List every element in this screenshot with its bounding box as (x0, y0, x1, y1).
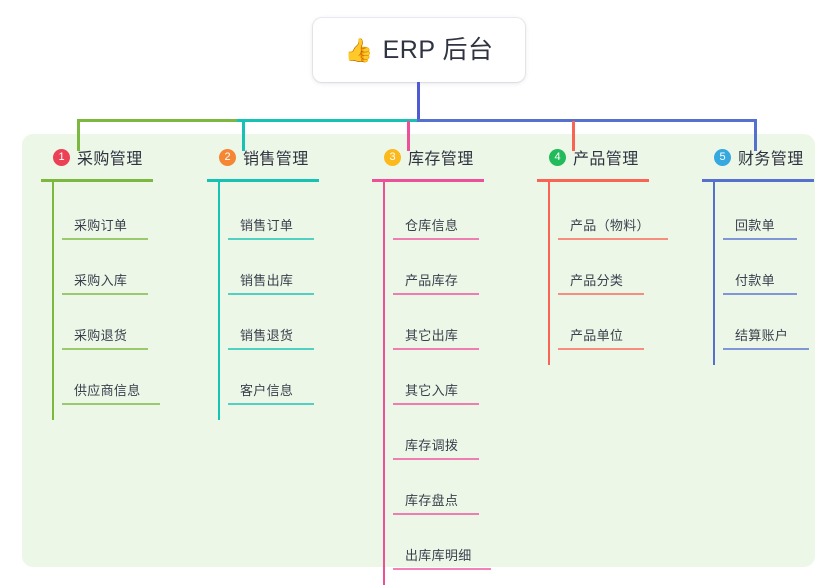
branch-title-5: 财务管理 (738, 151, 804, 168)
leaf-rule (228, 238, 314, 240)
branch-rule-3 (372, 179, 484, 182)
trunk-segment-3 (417, 119, 757, 122)
leaf-rule (62, 238, 148, 240)
branch-badge-3: 3 (384, 148, 401, 166)
branch-spine-4 (548, 182, 550, 365)
branch-column-2: 2 销售管理销售订单销售出库销售退货客户信息 (202, 144, 319, 420)
root-stem-connector (417, 82, 420, 121)
branch-header-4[interactable]: 4 产品管理 (532, 144, 639, 170)
diagram-panel (22, 134, 815, 567)
branch-header-3[interactable]: 3 库存管理 (367, 144, 474, 170)
leaf-rule (62, 293, 148, 295)
leaf-rule (723, 293, 797, 295)
leaf-label: 库存盘点 (405, 493, 459, 508)
leaf-label: 其它出库 (405, 328, 459, 343)
leaf-label: 采购退货 (74, 328, 128, 343)
branch-title-2: 销售管理 (243, 151, 309, 168)
trunk-segment-1 (77, 119, 237, 122)
leaf-rule (723, 238, 797, 240)
trunk-stub-4 (572, 121, 575, 151)
leaf-rule (558, 238, 668, 240)
branch-badge-5: 5 (714, 148, 731, 166)
leaf-label: 采购入库 (74, 273, 128, 288)
branch-column-1: 1 采购管理采购订单采购入库采购退货供应商信息 (36, 144, 160, 420)
branch-spine-3 (383, 182, 385, 585)
leaf-rule (62, 348, 148, 350)
leaf-rule (558, 348, 644, 350)
leaf-label: 销售订单 (240, 218, 294, 233)
thumbs-up-icon: 👍 (344, 36, 374, 63)
leaf-label: 产品分类 (570, 273, 624, 288)
leaf-rule (393, 238, 479, 240)
branch-header-1[interactable]: 1 采购管理 (36, 144, 143, 170)
leaf-rule (228, 293, 314, 295)
leaf-label: 仓库信息 (405, 218, 459, 233)
leaf-label: 回款单 (735, 218, 775, 233)
branch-header-2[interactable]: 2 销售管理 (202, 144, 309, 170)
leaf-label: 产品（物料） (570, 218, 650, 233)
leaf-label: 供应商信息 (74, 383, 141, 398)
branch-spine-5 (713, 182, 715, 365)
branch-rule-5 (702, 179, 814, 182)
branch-header-5[interactable]: 5 财务管理 (697, 144, 804, 170)
root-node-title: ERP 后台 (382, 35, 494, 64)
leaf-rule (393, 568, 491, 570)
leaf-label: 库存调拨 (405, 438, 459, 453)
branch-badge-2: 2 (219, 148, 236, 166)
leaf-label: 产品单位 (570, 328, 624, 343)
leaf-label: 销售出库 (240, 273, 294, 288)
branch-column-3: 3 库存管理仓库信息产品库存其它出库其它入库库存调拨库存盘点出库库明细 (367, 144, 491, 585)
leaf-rule (393, 458, 479, 460)
branch-column-4: 4 产品管理产品（物料） 产品分类产品单位 (532, 144, 668, 365)
leaf-label: 出库库明细 (405, 548, 472, 563)
branch-title-1: 采购管理 (77, 151, 143, 168)
branch-rule-1 (41, 179, 153, 182)
leaf-label: 客户信息 (240, 383, 294, 398)
leaf-rule (393, 403, 479, 405)
trunk-segment-2 (237, 119, 417, 122)
trunk-stub-3 (407, 121, 410, 151)
leaf-label: 采购订单 (74, 218, 128, 233)
trunk-stub-5 (754, 121, 757, 151)
leaf-rule (393, 348, 479, 350)
branch-badge-1: 1 (53, 148, 70, 166)
branch-badge-4: 4 (549, 148, 566, 166)
branch-column-5: 5 财务管理回款单付款单结算账户 (697, 144, 814, 365)
branch-rule-2 (207, 179, 319, 182)
leaf-label: 销售退货 (240, 328, 294, 343)
trunk-stub-1 (77, 121, 80, 151)
leaf-rule (723, 348, 809, 350)
leaf-rule (62, 403, 160, 405)
root-node-label: 👍 ERP 后台 (344, 35, 494, 64)
leaf-label: 产品库存 (405, 273, 459, 288)
leaf-rule (228, 348, 314, 350)
leaf-label: 付款单 (735, 273, 775, 288)
branch-rule-4 (537, 179, 649, 182)
leaf-label: 结算账户 (735, 328, 789, 343)
leaf-label: 其它入库 (405, 383, 459, 398)
trunk-stub-2 (242, 121, 245, 151)
leaf-rule (393, 513, 479, 515)
leaf-rule (228, 403, 314, 405)
leaf-rule (558, 293, 644, 295)
branch-title-3: 库存管理 (408, 151, 474, 168)
branch-spine-2 (218, 182, 220, 420)
leaf-rule (393, 293, 479, 295)
branch-spine-1 (52, 182, 54, 420)
branch-title-4: 产品管理 (573, 151, 639, 168)
root-node[interactable]: 👍 ERP 后台 (313, 18, 525, 82)
